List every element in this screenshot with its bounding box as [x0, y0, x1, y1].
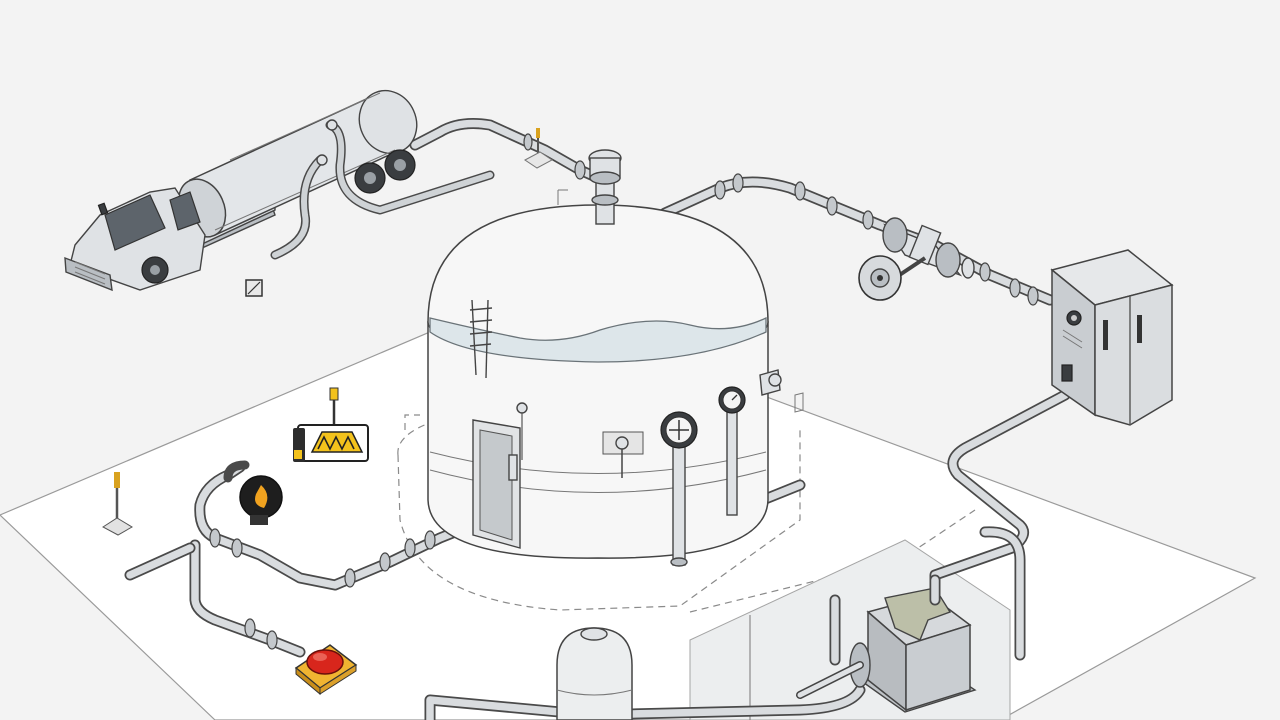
ground-stake-top — [524, 128, 553, 169]
flow-meter — [882, 217, 975, 279]
handwheel-valve — [858, 255, 927, 301]
pressure-gauge-large — [660, 411, 698, 567]
tanker-truck — [64, 89, 495, 292]
pump-unit — [796, 574, 977, 713]
tank-tag — [794, 392, 804, 413]
hazard-warning-sign — [293, 387, 369, 462]
control-cabinet — [1050, 249, 1174, 426]
ground-bracket — [557, 189, 568, 205]
fire-extinguisher — [223, 460, 283, 525]
pressure-gauge-small — [718, 386, 746, 516]
emergency-stop-button — [294, 644, 358, 696]
pressure-vessel — [556, 627, 633, 720]
ground-stake-left — [102, 472, 133, 536]
